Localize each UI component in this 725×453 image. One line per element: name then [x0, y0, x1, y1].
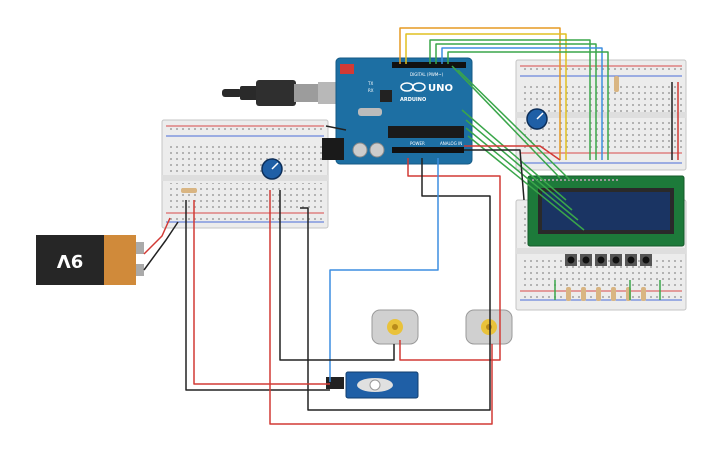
arduino-power-label: POWER — [410, 141, 425, 146]
arduino-model-label: UNO — [428, 83, 453, 94]
arduino-logo-icon — [400, 82, 426, 92]
arduino-uno-board: ARDUINO UNO TX RX DIGITAL (PWM~) POWER A… — [322, 57, 473, 165]
wires — [143, 27, 679, 425]
top-resistor — [614, 76, 619, 92]
usb-cable — [222, 80, 336, 106]
left-potentiometer — [261, 158, 283, 180]
arduino-brand-label: ARDUINO — [400, 97, 426, 103]
right-top-breadboard — [515, 59, 687, 171]
battery-label: 9V — [57, 250, 84, 271]
arduino-digital-label: DIGITAL (PWM~) — [410, 72, 444, 77]
dc-motor-left — [371, 309, 419, 345]
right-potentiometer — [526, 108, 548, 130]
battery-9v: 9V — [36, 235, 144, 285]
arduino-tx-label: TX — [367, 81, 373, 86]
left-breadboard — [161, 119, 329, 229]
left-resistor — [181, 188, 197, 193]
servo-motor — [326, 371, 419, 399]
dc-motor-right — [465, 309, 513, 345]
arduino-analog-label: ANALOG IN — [440, 141, 462, 146]
arduino-rx-label: RX — [368, 88, 374, 93]
push-buttons — [565, 254, 652, 266]
